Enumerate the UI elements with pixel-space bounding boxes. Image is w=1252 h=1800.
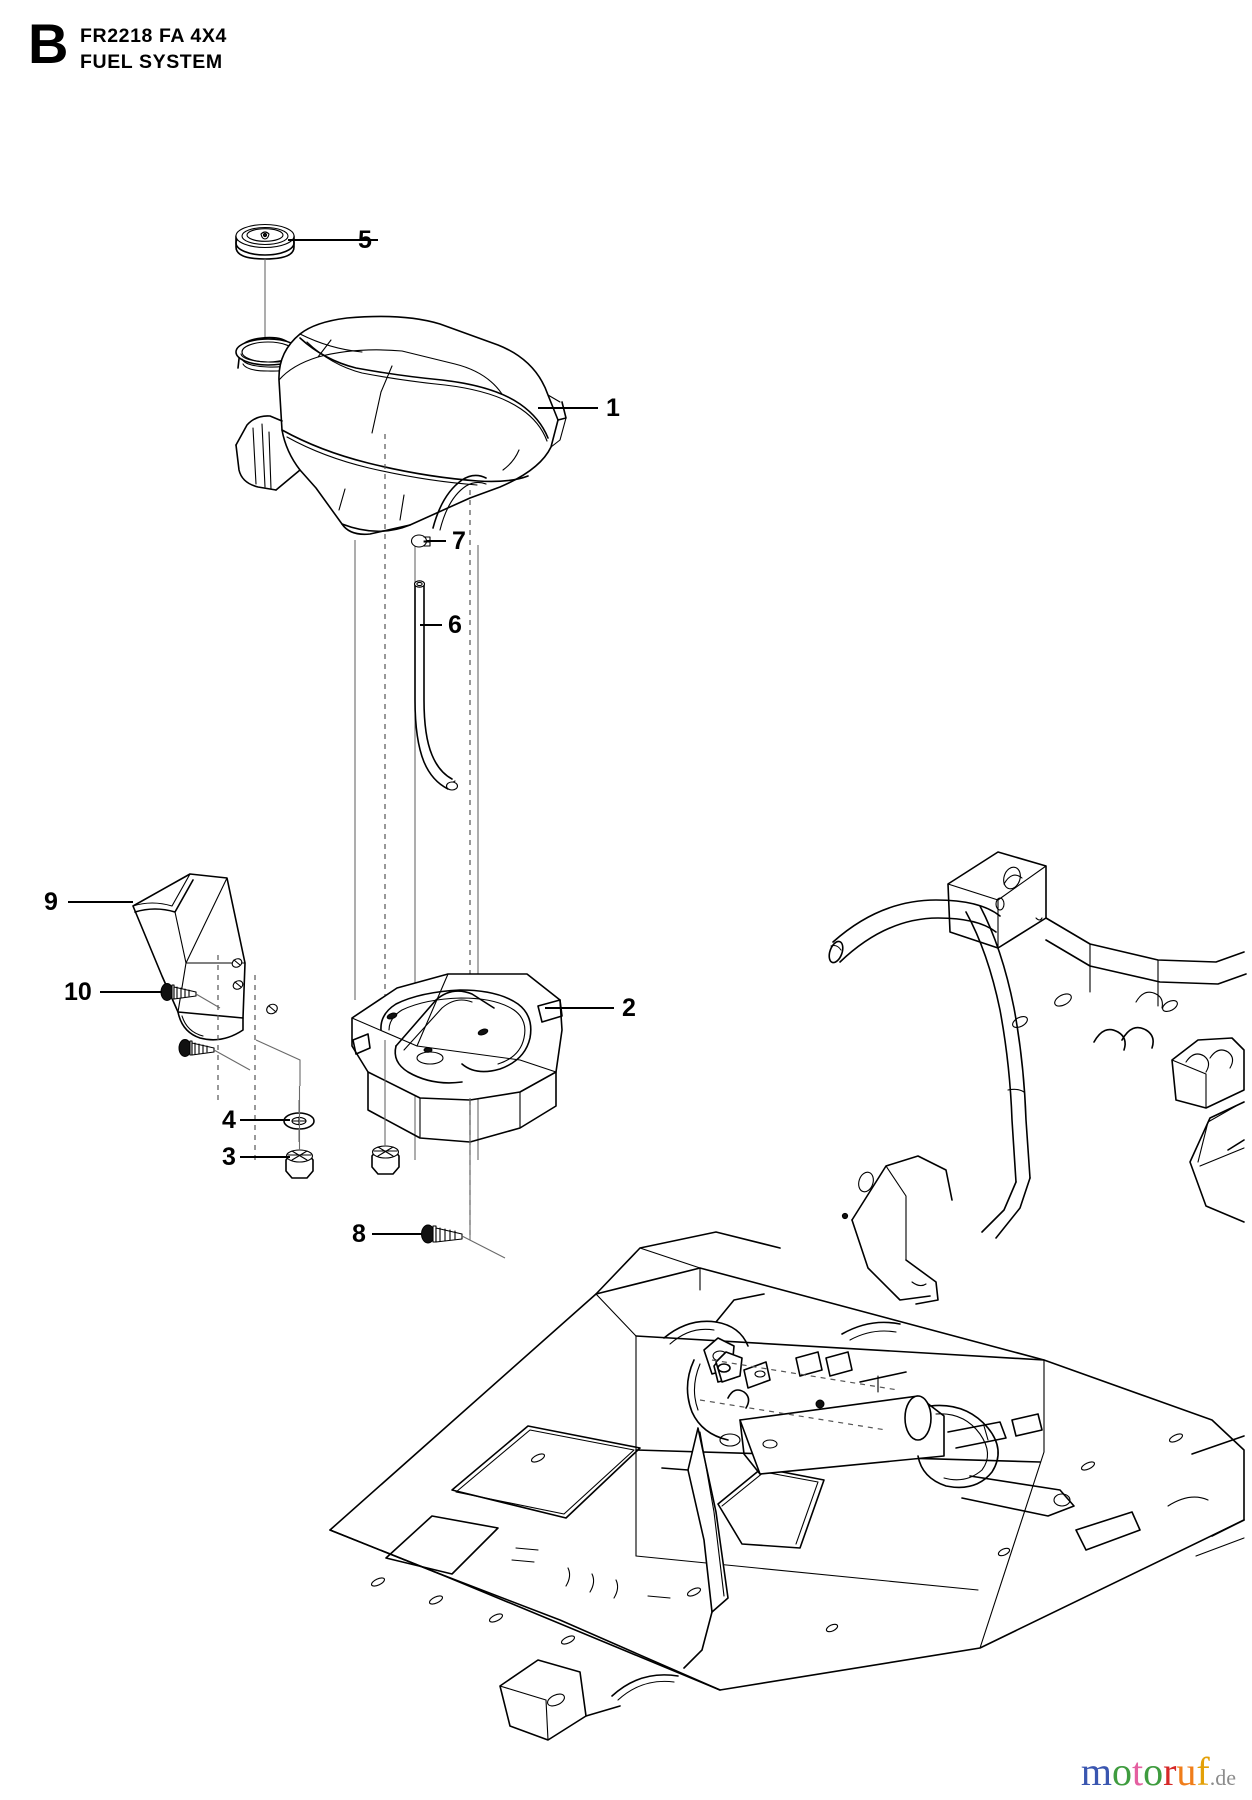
- page-title: FUEL SYSTEM: [80, 50, 223, 73]
- chassis-frame-assembly: [329, 851, 1247, 1741]
- fuel-cap-part: [235, 223, 295, 260]
- fuel-tank-part: [235, 315, 567, 536]
- wm-letter-m: m: [1080, 1749, 1112, 1794]
- callout-6[interactable]: 6: [448, 611, 462, 639]
- leader-line-4: [240, 1119, 290, 1121]
- wm-letter-o2: o: [1143, 1749, 1164, 1794]
- wm-suffix: .de: [1209, 1765, 1236, 1790]
- callout-4[interactable]: 4: [222, 1106, 236, 1134]
- model-designation: FR2218 FA 4X4: [80, 25, 227, 47]
- callout-8[interactable]: 8: [352, 1220, 366, 1248]
- leader-line-5: [288, 239, 378, 241]
- callout-9[interactable]: 9: [44, 888, 58, 916]
- fuel-tank-bracket-part: [351, 973, 563, 1143]
- leader-line-10: [100, 991, 162, 993]
- wm-letter-r: r: [1163, 1749, 1177, 1794]
- lock-nut-part: [285, 1086, 314, 1179]
- wm-letter-f: f: [1196, 1749, 1210, 1794]
- fuel-hose-part: [413, 580, 459, 791]
- leader-line-2: [545, 1007, 614, 1009]
- wm-letter-u: u: [1176, 1749, 1197, 1794]
- callout-7[interactable]: 7: [452, 527, 466, 555]
- wm-letter-o1: o: [1111, 1749, 1132, 1794]
- lock-nut-part-2: [371, 1145, 400, 1175]
- callout-3[interactable]: 3: [222, 1143, 236, 1171]
- diagram-title-block: FR2218 FA 4X4 FUEL SYSTEM: [80, 24, 227, 75]
- leader-line-6: [420, 624, 442, 626]
- callout-5[interactable]: 5: [358, 226, 372, 254]
- leader-line-3: [240, 1156, 290, 1158]
- screw-shield-part-2: [178, 1039, 251, 1071]
- wm-letter-t: t: [1131, 1749, 1144, 1794]
- section-letter: B: [28, 12, 69, 75]
- callout-1[interactable]: 1: [606, 394, 620, 422]
- flange-bolt-part: [421, 1224, 506, 1259]
- leader-line-1: [538, 407, 598, 409]
- leader-line-7: [427, 540, 446, 542]
- callout-10[interactable]: 10: [64, 978, 92, 1006]
- leader-line-8: [372, 1233, 422, 1235]
- heat-shield-part: [132, 873, 278, 1165]
- callout-2[interactable]: 2: [622, 994, 636, 1022]
- leader-line-9: [68, 901, 133, 903]
- screw-shield-part: [160, 983, 221, 1009]
- site-watermark: motoruf.de: [1081, 1752, 1236, 1792]
